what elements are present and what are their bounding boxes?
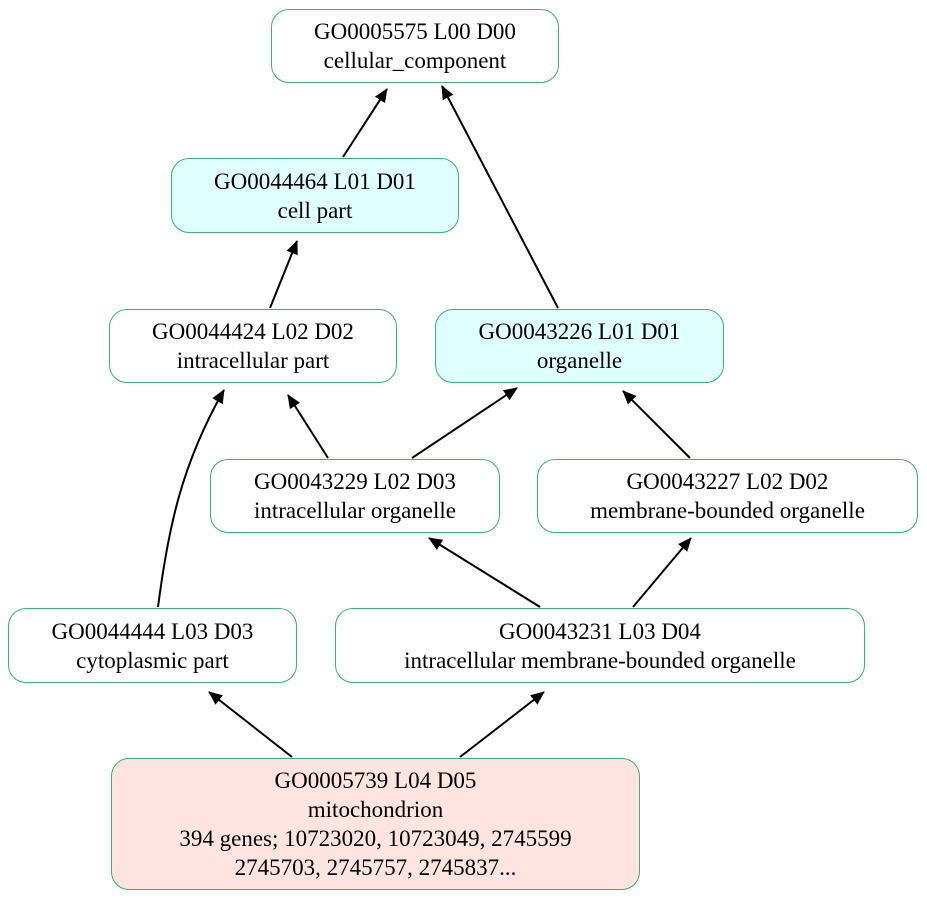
node-id: GO0005575 L00 D00 [314, 19, 516, 44]
edge-go0044444-to-go0044424 [157, 389, 225, 608]
edge-go0043226-to-go0005575 [441, 85, 559, 309]
edge-go0005739-to-go0044444 [208, 691, 293, 758]
edge-go0043229-to-go0043226 [411, 387, 518, 459]
node-go0043227: GO0043227 L02 D02 membrane-bounded organ… [537, 459, 918, 533]
node-name: intracellular organelle [253, 498, 456, 523]
edge-go0043231-to-go0043229 [428, 537, 541, 608]
node-name: cell part [277, 197, 353, 223]
node-id: GO0043227 L02 D02 [626, 469, 829, 494]
node-go0043226: GO0043226 L01 D01 organelle [435, 309, 724, 383]
node-go0043231: GO0043231 L03 D04 intracellular membrane… [335, 608, 865, 683]
node-go0044444: GO0044444 L03 D03 cytoplasmic part [8, 608, 297, 683]
node-go0043229: GO0043229 L02 D03 intracellular organell… [210, 459, 500, 533]
edge-go0005739-to-go0043231 [459, 691, 545, 758]
node-id: GO0043226 L01 D01 [478, 319, 681, 344]
node-name: intracellular membrane-bounded organelle [404, 647, 796, 673]
edge-go0044464-to-go0005575 [342, 88, 388, 158]
node-id: GO0044444 L03 D03 [51, 618, 254, 644]
node-name: cellular_component [323, 48, 507, 73]
node-id: GO0043231 L03 D04 [499, 618, 701, 644]
node-genes-line2: 2745703, 2745757, 2745837... [234, 855, 517, 880]
node-name: organelle [536, 348, 623, 373]
edge-go0043229-to-go0044424 [287, 394, 329, 459]
node-id: GO0043229 L02 D03 [254, 469, 456, 494]
node-name: intracellular part [176, 348, 330, 373]
node-name: membrane-bounded organelle [590, 498, 865, 523]
node-go0044424: GO0044424 L02 D02 intracellular part [109, 309, 397, 383]
node-genes-line1: 394 genes; 10723020, 10723049, 2745599 [179, 826, 572, 851]
edge-go0043227-to-go0043226 [622, 390, 691, 459]
node-id: GO0044424 L02 D02 [152, 319, 354, 344]
edge-go0043231-to-go0043227 [632, 537, 692, 608]
node-name: cytoplasmic part [76, 647, 229, 673]
node-id: GO0044464 L01 D01 [214, 168, 416, 194]
node-go0005739: GO0005739 L04 D05 mitochondrion 394 gene… [111, 758, 640, 890]
edge-go0044424-to-go0044464 [269, 240, 298, 309]
node-name: mitochondrion [307, 797, 444, 822]
node-id: GO0005739 L04 D05 [274, 768, 477, 793]
node-go0044464: GO0044464 L01 D01 cell part [171, 158, 459, 233]
node-go0005575: GO0005575 L00 D00 cellular_component [271, 9, 559, 83]
